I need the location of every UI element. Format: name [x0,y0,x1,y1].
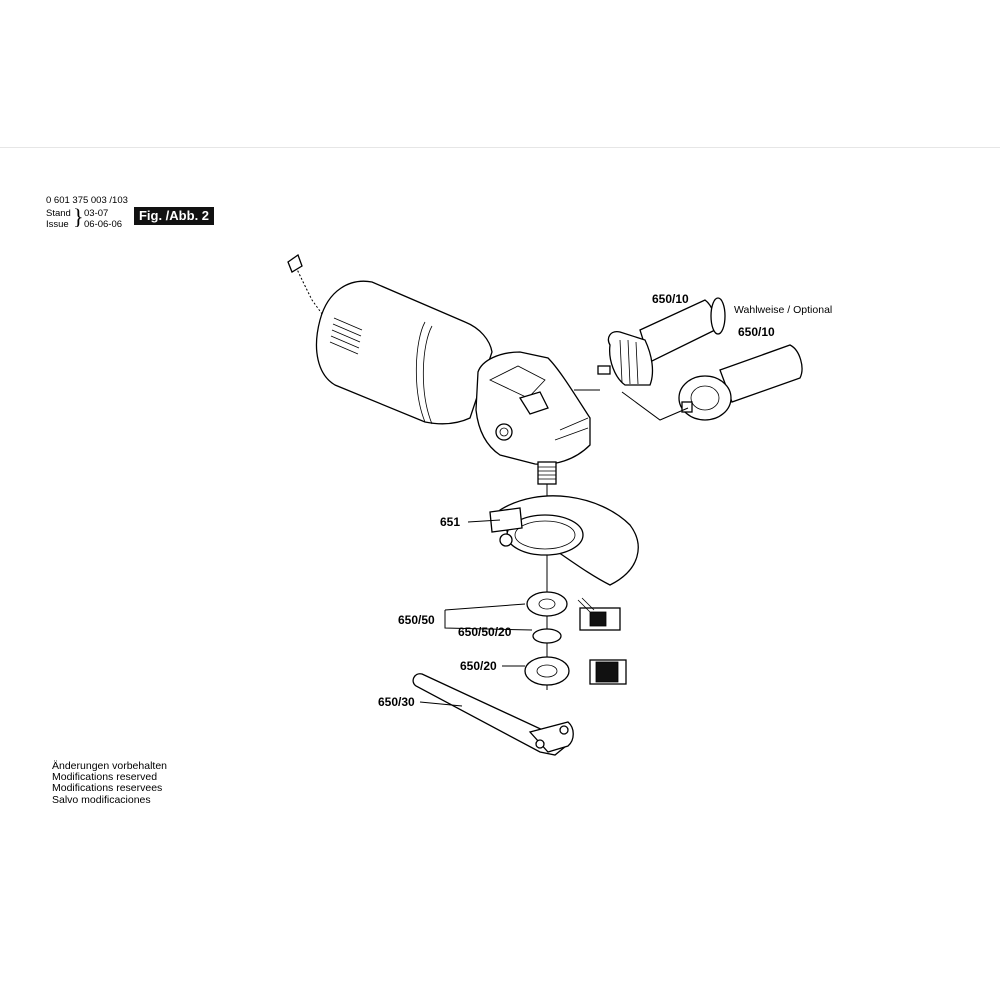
power-cord [287,253,332,327]
callout-handle-alt: 650/10 [738,325,775,339]
callout-handle-top: 650/10 [652,292,689,306]
figure-label: Fig. /Abb. 2 [134,207,214,225]
note-english: Modifications reserved [52,771,158,784]
issue-label: Issue [46,219,69,230]
callout-spanner: 650/30 [378,695,415,709]
callout-flange-set: 650/50 [398,613,435,627]
callout-optional-note: Wahlweise / Optional [734,304,832,316]
wheel-guard [489,495,639,586]
note-german: Änderungen vorbehalten [52,760,168,772]
leader-guard [467,519,501,523]
auxiliary-handle-top [597,297,726,386]
callout-clamp-nut: 650/20 [460,659,497,673]
mounting-flange [526,591,568,617]
page-top-rule [0,147,1000,148]
callout-flange-ring: 650/50/20 [458,625,512,639]
optional-bracket-line [621,391,689,421]
issue-value: 06-06-06 [84,219,123,230]
leader-flange-set [444,603,526,611]
flange-o-ring [532,628,562,644]
stand-label: Stand [46,208,71,219]
auxiliary-handle-optional [678,344,803,421]
clamp-nut [524,656,570,686]
two-pin-spanner [412,673,574,756]
nut-orientation-symbol [589,659,627,685]
modification-notes: Änderungen vorbehalten Modifications res… [52,760,168,806]
note-spanish: Salvo modificaciones [52,793,151,806]
flange-orientation-symbol [577,597,621,631]
leader-spanner [419,701,463,707]
angle-grinder-housing [315,280,591,485]
note-french: Modifications reservees [52,782,163,795]
header-brace: } [73,204,84,229]
stand-value: 03-07 [84,208,109,219]
part-number: 0 601 375 003 /103 [46,195,128,206]
leader-flange-bracket [444,610,533,631]
callout-guard: 651 [440,515,460,529]
